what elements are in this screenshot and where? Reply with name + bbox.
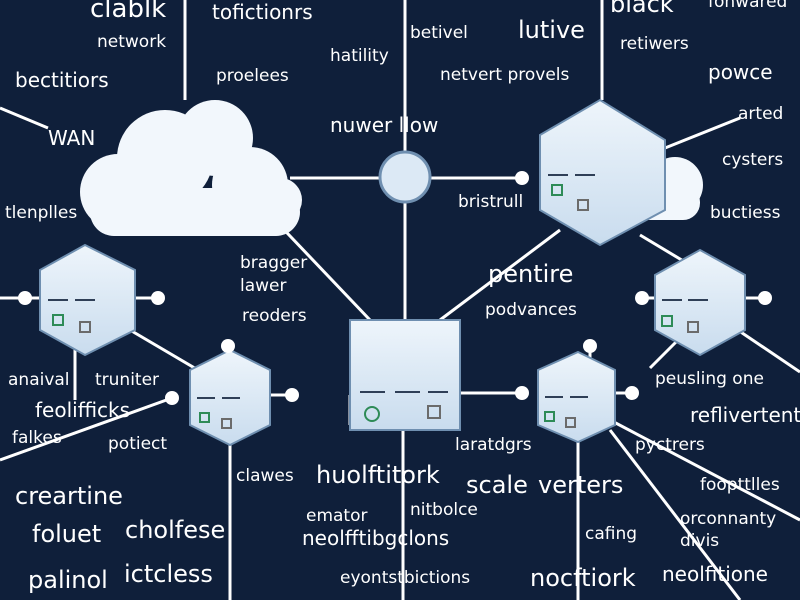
- server-node-right: [654, 248, 746, 357]
- label-betivel: betivel: [410, 23, 468, 43]
- hub-node: [378, 150, 432, 204]
- label-bectitiors: bectitiors: [15, 68, 109, 92]
- label-nuwer-llow: nuwer llow: [330, 113, 439, 137]
- label-pentire: pentire: [488, 260, 574, 288]
- label-cafing: cafing: [585, 524, 638, 544]
- label-buctiess: buctiess: [710, 203, 781, 223]
- label-lutive: lutive: [518, 16, 585, 44]
- label-creartine: creartine: [15, 482, 123, 510]
- label-scale: scale: [466, 471, 528, 499]
- label-tofictionrs: tofictionrs: [212, 0, 313, 24]
- label-clawes: clawes: [236, 466, 294, 486]
- server-node-left: [39, 243, 136, 357]
- server-node-mid-left: [189, 348, 271, 447]
- label-truniter: truniter: [95, 370, 160, 390]
- label-nitbolce: nitbolce: [410, 500, 478, 520]
- label-verters: verters: [538, 471, 624, 499]
- label-anaival: anaival: [8, 370, 70, 390]
- label-huolftitork: huolftitork: [316, 461, 440, 489]
- label-reoders: reoders: [242, 306, 307, 326]
- label-nocftiork: nocftiork: [530, 564, 636, 592]
- label-lawer: lawer: [240, 276, 287, 296]
- label-eyontstbictions: eyontstbictions: [340, 568, 471, 588]
- label-foluet: foluet: [32, 520, 102, 548]
- label-retiwers: retiwers: [620, 34, 689, 54]
- label-tlenplles: tlenplles: [5, 203, 78, 223]
- cloud-icon: [80, 100, 302, 236]
- label-orconnanty: orconnanty: [680, 509, 777, 529]
- label-cysters: cysters: [722, 150, 784, 170]
- label-wan: WAN: [48, 126, 96, 150]
- label-neolfftibgclons: neolfftibgclons: [302, 526, 450, 550]
- label-falkes: falkes: [12, 428, 62, 448]
- label-fonwared: fonwared: [708, 0, 788, 12]
- label-powce: powce: [708, 60, 773, 84]
- label-ictcless: ictcless: [124, 560, 213, 588]
- label-potiect: potiect: [108, 434, 168, 454]
- label-network: network: [97, 32, 167, 52]
- label-feolifficks: feolifficks: [35, 398, 131, 422]
- server-node-center: [349, 319, 461, 431]
- label-reflivertent: reflivertent: [690, 403, 800, 427]
- label-emator: emator: [306, 506, 368, 526]
- label-black: black: [610, 0, 674, 18]
- label-podvances: podvances: [485, 300, 577, 320]
- label-neolfitione: neolfitione: [662, 562, 768, 586]
- label-divis: divis: [680, 531, 720, 551]
- label-proelees: proelees: [216, 66, 289, 86]
- label-arted: arted: [738, 104, 784, 124]
- label-palinol: palinol: [28, 566, 108, 594]
- server-node-mid-right: [537, 350, 616, 444]
- label-netvert-provels: netvert provels: [440, 65, 570, 85]
- label-cholfese: cholfese: [125, 516, 226, 544]
- label-pyctrers: pyctrers: [635, 435, 705, 455]
- label-hatility: hatility: [330, 46, 389, 66]
- server-node-top-right: [539, 98, 666, 247]
- connector-dots: [18, 171, 772, 405]
- label-peusling-one: peusling one: [655, 369, 764, 389]
- label-laratdgrs: laratdgrs: [455, 435, 532, 455]
- label-foopttlles: foopttlles: [700, 475, 780, 495]
- label-clablk: clablk: [90, 0, 167, 24]
- label-bragger: bragger: [240, 253, 308, 273]
- label-bristrull: bristrull: [458, 192, 524, 212]
